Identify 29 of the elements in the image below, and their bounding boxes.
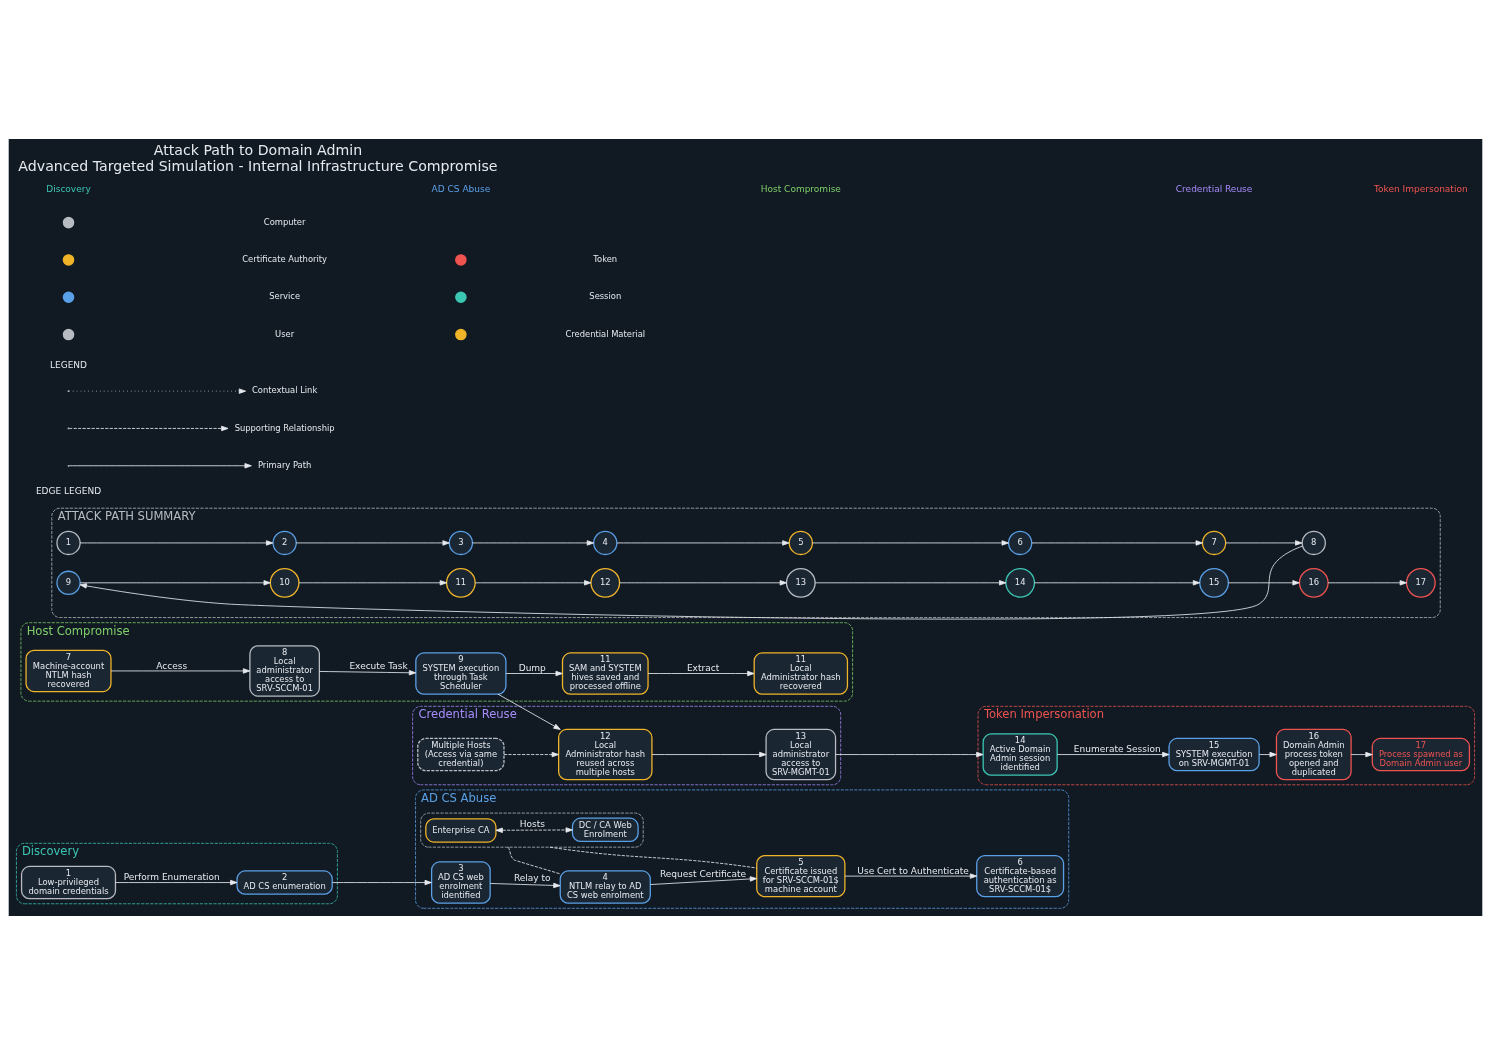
legend-label: Computer xyxy=(263,216,306,227)
label: AD CS Abuse xyxy=(431,183,491,194)
legend-label: Supporting Relationship xyxy=(234,422,335,433)
edge-label: Access xyxy=(156,660,188,671)
edge-label: Use Cert to Authenticate xyxy=(857,865,969,876)
legend-label: Token xyxy=(593,254,618,265)
label: LEGEND xyxy=(50,359,88,370)
label: EDGE LEGEND xyxy=(35,485,102,496)
label: Discovery xyxy=(46,183,91,194)
legend-label: Session xyxy=(589,291,622,302)
legend-label: Primary Path xyxy=(257,459,312,470)
diagram-title: Attack Path to Domain Admin xyxy=(153,142,363,159)
legend-label: Service xyxy=(269,291,301,302)
edge-label: Dump xyxy=(518,663,546,674)
edge-label: Hosts xyxy=(519,819,545,830)
legend-label: Contextual Link xyxy=(252,385,318,396)
label: Credential Reuse xyxy=(1175,183,1253,194)
edge-label: Enumerate Session xyxy=(1073,744,1161,755)
edge-label: Request Certificate xyxy=(659,868,747,879)
edge-label: Execute Task xyxy=(349,661,408,672)
edge-label: Relay to xyxy=(513,873,551,884)
edge-label: Extract xyxy=(686,663,720,674)
legend-label: Credential Material xyxy=(565,328,646,339)
legend-label: Certificate Authority xyxy=(242,254,328,265)
label: Host Compromise xyxy=(760,183,841,194)
legend-label: User xyxy=(275,328,295,339)
label: Token Impersonation xyxy=(1374,183,1468,194)
edge-label: Perform Enumeration xyxy=(123,872,220,883)
caption: Advanced Targeted Simulation - Internal Infrastructure Compromise xyxy=(18,157,498,174)
